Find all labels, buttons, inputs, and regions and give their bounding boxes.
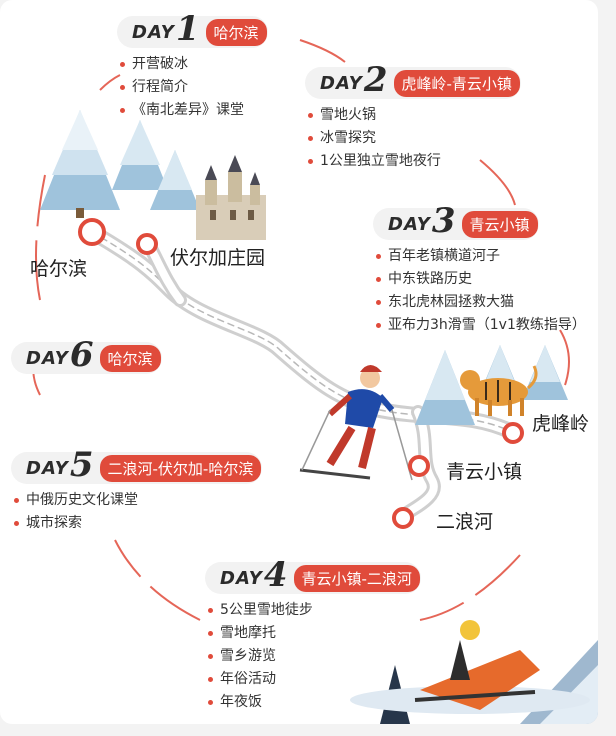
snow-tree-icon — [415, 350, 475, 425]
list-item: 《南北差异》课堂 — [118, 99, 244, 122]
day-pill-5: DAY 5 二浪河-伏尔加-哈尔滨 — [12, 445, 262, 485]
list-item: 中东铁路历史 — [374, 268, 586, 291]
list-item: 开营破冰 — [118, 53, 244, 76]
day-label: DAY — [388, 213, 431, 235]
day-pill-2: DAY 2 虎峰岭-青云小镇 — [306, 60, 520, 100]
itinerary-map: DAY 1 哈尔滨 开营破冰 行程简介 《南北差异》课堂 DAY 2 虎峰岭-青… — [12, 9, 598, 724]
day-location-tag: 哈尔滨 — [99, 344, 161, 372]
day-label: DAY — [132, 21, 175, 43]
day-location-tag: 虎峰岭-青云小镇 — [393, 69, 520, 97]
castle-icon — [196, 155, 266, 240]
list-item: 百年老镇横道河子 — [374, 245, 586, 268]
list-item: 亚布力3h滑雪（1v1教练指导） — [374, 314, 586, 337]
day-2-activities: 雪地火锅 冰雪探究 1公里独立雪地夜行 — [306, 104, 441, 173]
day-number: 4 — [263, 555, 288, 595]
list-item: 年夜饭 — [206, 691, 313, 714]
place-label-erlanghe: 二浪河 — [436, 511, 494, 533]
location-pin-icon — [392, 507, 414, 529]
day-pill-4: DAY 4 青云小镇-二浪河 — [206, 555, 420, 595]
day-label: DAY — [220, 567, 263, 589]
place-label-harbin: 哈尔滨 — [30, 258, 88, 280]
list-item: 冰雪探究 — [306, 127, 441, 150]
snow-tree-icon — [522, 345, 568, 400]
day-location-tag: 青云小镇-二浪河 — [293, 564, 420, 592]
list-item: 雪地火锅 — [306, 104, 441, 127]
day-pill-1: DAY 1 哈尔滨 — [118, 9, 267, 49]
place-label-hufengling: 虎峰岭 — [532, 413, 590, 435]
day-pill-6: DAY 6 哈尔滨 — [12, 335, 161, 375]
snow-tree-icon — [40, 110, 120, 218]
snow-tree-icon — [150, 150, 200, 210]
day-label: DAY — [26, 347, 69, 369]
list-item: 东北虎林园拯救大猫 — [374, 291, 586, 314]
day-4-activities: 5公里雪地徒步 雪地摩托 雪乡游览 年俗活动 年夜饭 — [206, 599, 313, 714]
list-item: 年俗活动 — [206, 668, 313, 691]
day-location-tag: 哈尔滨 — [205, 18, 267, 46]
tiger-icon — [460, 365, 538, 416]
day-label: DAY — [320, 72, 363, 94]
day-5-activities: 中俄历史文化课堂 城市探索 — [12, 489, 138, 535]
day-3-activities: 百年老镇横道河子 中东铁路历史 东北虎林园拯救大猫 亚布力3h滑雪（1v1教练指… — [374, 245, 586, 337]
list-item: 行程简介 — [118, 76, 244, 99]
list-item: 雪乡游览 — [206, 645, 313, 668]
list-item: 5公里雪地徒步 — [206, 599, 313, 622]
place-label-volga: 伏尔加庄园 — [170, 247, 266, 269]
route-graphics — [32, 39, 598, 724]
list-item: 城市探索 — [12, 512, 138, 535]
location-pin-icon — [502, 422, 524, 444]
itinerary-card: DAY 1 哈尔滨 开营破冰 行程简介 《南北差异》课堂 DAY 2 虎峰岭-青… — [0, 0, 598, 724]
location-pin-icon — [408, 455, 430, 477]
list-item: 雪地摩托 — [206, 622, 313, 645]
day-number: 6 — [69, 335, 94, 375]
day-1-activities: 开营破冰 行程简介 《南北差异》课堂 — [118, 53, 244, 122]
day-number: 3 — [431, 201, 456, 241]
day-location-tag: 二浪河-伏尔加-哈尔滨 — [99, 454, 262, 482]
place-label-qingyun: 青云小镇 — [446, 461, 523, 483]
list-item: 1公里独立雪地夜行 — [306, 150, 441, 173]
snowmobile-icon — [350, 620, 598, 724]
day-number: 2 — [363, 60, 388, 100]
list-item: 中俄历史文化课堂 — [12, 489, 138, 512]
day-number: 5 — [69, 445, 94, 485]
skier-icon — [299, 365, 413, 481]
location-pin-icon — [78, 218, 106, 246]
snow-tree-icon — [112, 120, 168, 190]
day-number: 1 — [175, 9, 200, 49]
day-pill-3: DAY 3 青云小镇 — [374, 201, 538, 241]
day-label: DAY — [26, 457, 69, 479]
location-pin-icon — [136, 233, 158, 255]
day-location-tag: 青云小镇 — [461, 210, 538, 238]
